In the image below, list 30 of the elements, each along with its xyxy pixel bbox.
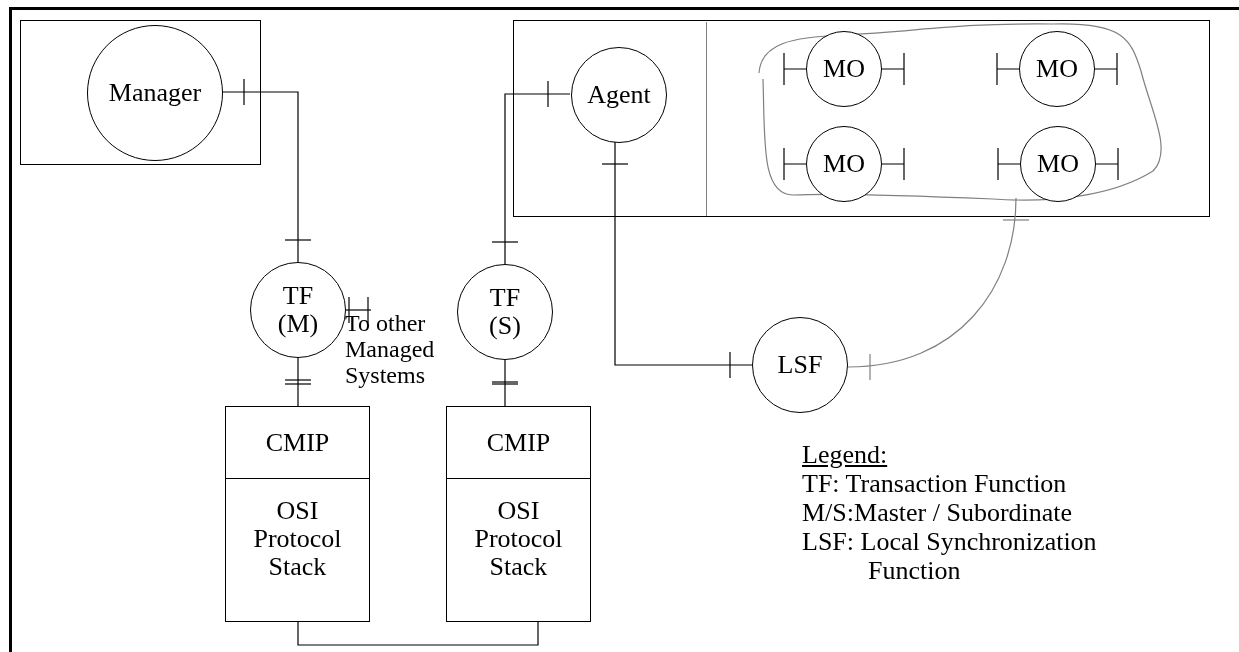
stack-layer-label: OSI Protocol Stack [474, 497, 563, 583]
connector-line [491, 359, 519, 407]
stack-layer-label: CMIP [265, 428, 330, 457]
connector-line [284, 357, 312, 407]
connector-line [345, 296, 372, 324]
legend-entry: LSF: Local Synchronization Function [802, 527, 1098, 585]
stack-layer-label: CMIP [486, 428, 551, 457]
connector-line [601, 141, 753, 379]
node-label: TF (S) [489, 284, 521, 340]
system-box [513, 20, 1210, 217]
node-label: MO [823, 150, 865, 178]
connector-line [847, 197, 1029, 380]
stack-layer-label: OSI Protocol Stack [253, 497, 342, 583]
legend-entry: M/S:Master / Subordinate [802, 498, 1074, 527]
connector-line [491, 80, 571, 265]
node-label: MO [823, 55, 865, 83]
connector-line [297, 621, 539, 646]
node-label: MO [1036, 55, 1078, 83]
node-label: MO [1037, 150, 1079, 178]
node-label: TF (M) [277, 282, 319, 338]
system-box [20, 20, 261, 165]
node-label: Manager [108, 79, 202, 107]
protocol-stack-box [446, 406, 591, 622]
legend-title: Legend: [802, 440, 888, 469]
node-label: Agent [587, 81, 651, 109]
protocol-stack-box [225, 406, 370, 622]
legend-entry: TF: Transaction Function [802, 469, 1068, 498]
text-label: To other Managed Systems [345, 310, 436, 388]
node-label: LSF [777, 351, 823, 379]
connector-line [221, 78, 312, 263]
